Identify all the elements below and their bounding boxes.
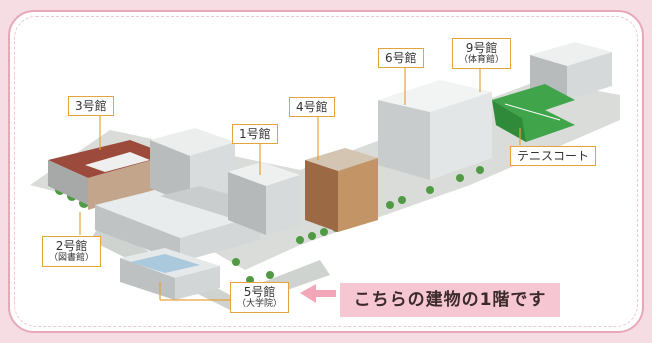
label-building-3: 3号館 [68,96,114,116]
label-building-1-text: 1号館 [239,127,271,141]
leader-lines [79,62,521,301]
callout-arrow [300,284,336,303]
building-2 [95,185,260,262]
building-6 [378,80,492,180]
label-building-9-text: 9号館 [465,41,498,55]
frame-dashed-border [14,16,638,327]
label-building-3-text: 3号館 [75,99,107,113]
building-3 [48,140,170,210]
label-building-4-text: 4号館 [296,100,328,114]
label-building-1: 1号館 [232,124,278,144]
label-building-4: 4号館 [289,97,335,117]
label-building-6-text: 6号館 [385,51,417,65]
label-building-9: 9号館 （体育館） [452,38,512,69]
tennis-court [492,84,575,142]
callout-first-floor: こちらの建物の1階です [340,283,560,317]
label-building-2: 2号館 （図書館） [42,236,102,267]
label-building-5: 5号館 （大学院） [230,282,290,313]
label-tennis-court: テニスコート [510,146,597,166]
building-1 [228,162,300,235]
label-building-2-text: 2号館 [55,239,88,253]
label-building-5-sub: （大学院） [237,299,283,309]
label-building-2-sub: （図書館） [49,253,95,263]
label-building-5-text: 5号館 [243,285,276,299]
building-4 [305,148,378,232]
label-building-6: 6号館 [378,48,424,68]
building-5 [120,248,220,300]
label-building-9-sub: （体育館） [459,55,505,65]
label-tennis-court-text: テニスコート [517,149,590,163]
